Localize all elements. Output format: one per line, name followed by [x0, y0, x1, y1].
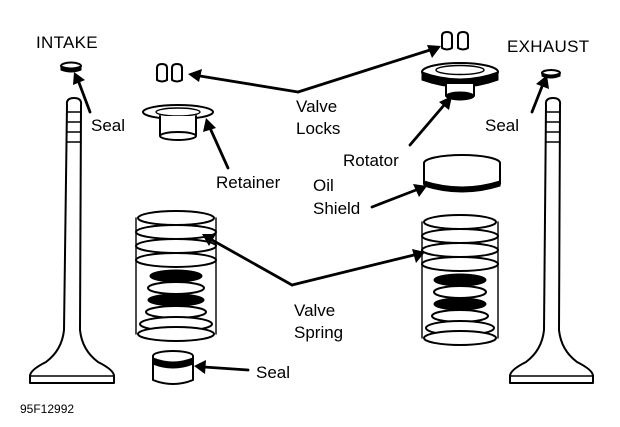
oil-shield [423, 154, 501, 193]
label-valve-spring-line2: Spring [294, 323, 343, 342]
valve-spring-exhaust [421, 214, 499, 346]
label-valve-locks-line1: Valve [296, 97, 337, 116]
label-seal-exhaust: Seal [485, 116, 519, 135]
label-valve-spring-line1: Valve [294, 301, 335, 320]
intake-valve [29, 97, 115, 384]
label-valve-locks-line2: Locks [296, 119, 340, 138]
valve-spring-intake [135, 210, 217, 342]
retainer [142, 104, 214, 141]
label-seal-lower: Seal [256, 363, 290, 382]
valve-locks-intake [156, 63, 183, 83]
label-oil-shield-line1: Oil [313, 176, 334, 195]
intake-seal [60, 61, 82, 73]
label-oil-shield-line2: Shield [313, 199, 360, 218]
lower-valve-stem-seal [152, 350, 194, 385]
exhaust-seal [541, 69, 561, 79]
rotator [421, 62, 499, 101]
label-seal-intake: Seal [91, 116, 125, 135]
figure-code: 95F12992 [20, 402, 74, 416]
label-retainer: Retainer [216, 173, 281, 192]
intake-heading: INTAKE [36, 33, 98, 52]
valve-locks-exhaust [441, 31, 469, 51]
label-rotator: Rotator [343, 151, 399, 170]
exhaust-valve [509, 97, 594, 384]
exhaust-heading: EXHAUST [507, 37, 589, 56]
arrows [73, 45, 549, 374]
